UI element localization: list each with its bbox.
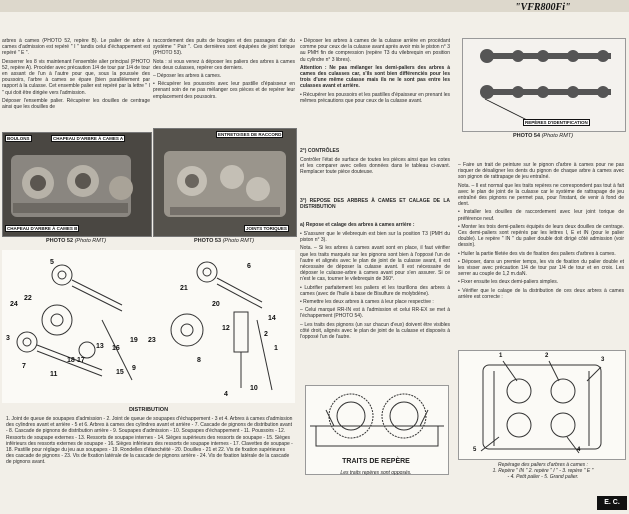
- photo-53-caption: PHOTO 53 (Photo RMT): [193, 238, 255, 244]
- callout-10: 10: [250, 385, 258, 392]
- paragraph: Nota : si vous venez à déposer les palie…: [153, 58, 295, 71]
- callout-8: 8: [197, 357, 201, 364]
- photo-label-cap-a: CHAPEAU D'ARBRE À CAMES A: [51, 135, 126, 142]
- paragraph: raccordement des puits de bougies et des…: [153, 38, 295, 57]
- callout-21: 21: [180, 285, 188, 292]
- column-1-text: arbres à cames (PHOTO 52, repère B). Le …: [2, 38, 150, 112]
- callout-4: 4: [224, 391, 228, 398]
- caption-line: - 4. Petit palier - 5. Grand palier.: [507, 474, 579, 481]
- callout-22: 22: [24, 295, 32, 302]
- callout-5: 5: [50, 259, 54, 266]
- photo-52-caption: PHOTO 52 (Photo RMT): [45, 238, 107, 244]
- exploded-view-drawing: 5 24 22 3 7 11 18 17 13 16 15 9 19 23 21…: [6, 259, 278, 398]
- caption-line: 1. Repère " IN " 2. repère " I " - 3. re…: [492, 468, 594, 475]
- repose-heading: 3°) REPOSE DES ARBRES À CAMES ET CALAGE …: [300, 198, 450, 211]
- paragraph: • Remettre les deux arbres à cames à leu…: [300, 299, 434, 306]
- callout-1: 1: [274, 345, 278, 352]
- callout-7: 7: [22, 363, 26, 370]
- photo-53: ENTRETOISES DE RACCORD JOINTS TORIQUES: [153, 128, 297, 237]
- paragraph: Déposer l'ensemble palier. Récupérer les…: [2, 97, 150, 111]
- controles-heading: 2°) CONTRÔLES: [300, 148, 340, 154]
- callout-11: 11: [50, 371, 58, 378]
- callout-18: 18: [67, 357, 75, 364]
- photo-label-identification-marks: REPÈRES D'IDENTIFICATION: [523, 119, 590, 126]
- paragraph: – Celui marqué RR-IN est à l'admission e…: [300, 307, 450, 320]
- paragraph: • Fixer ensuite les deux demi-paliers si…: [458, 279, 559, 286]
- photo-54-caption: PHOTO 54 (Photo RMT): [512, 133, 574, 139]
- callout-17: 17: [77, 357, 85, 364]
- paragraph: • Vérifier que le calage de la distribut…: [458, 287, 624, 300]
- photo-54: REPÈRES D'IDENTIFICATION: [462, 38, 626, 132]
- column-2-text: raccordement des puits de bougies et des…: [153, 38, 295, 102]
- callout-19: 19: [130, 337, 138, 344]
- header-band: [0, 0, 629, 12]
- warning-paragraph: Attention : Ne pas mélanger les demi-pal…: [300, 64, 450, 90]
- paragraph: • Déposer, dans un premier temps, les vi…: [458, 258, 624, 278]
- distribution-diagram: 5 24 22 3 7 11 18 17 13 16 15 9 19 23 21…: [2, 250, 295, 403]
- paragraph: • Lubrifier parfaitement les paliers et …: [300, 284, 450, 297]
- bearing-caps-caption: Repérage des paliers d'arbres à cames : …: [468, 462, 618, 481]
- engine-photo-53: [154, 129, 296, 236]
- paragraph: – Déposer les arbres à cames.: [153, 73, 222, 80]
- callout-13: 13: [96, 343, 104, 350]
- photo-label-bolts: BOULONS: [5, 135, 32, 142]
- page-title: "VFR800Fi": [515, 2, 571, 13]
- callout-20: 20: [212, 301, 220, 308]
- photo-label-spacers: ENTRETOISES DE RACCORD: [216, 131, 284, 138]
- callout-16: 16: [112, 345, 120, 352]
- distribution-title: DISTRIBUTION: [128, 407, 169, 413]
- repose-body: • S'assurer que le vilebrequin est bien …: [300, 231, 450, 342]
- engine-photo-52: [3, 133, 151, 236]
- ref-2: 2: [545, 353, 549, 359]
- caption-line: Repérage des paliers d'arbres à cames :: [498, 462, 588, 468]
- bearing-caps-diagram: 1 2 3 5 4: [458, 350, 626, 460]
- paragraph: • S'assurer que le vilebrequin est bien …: [300, 231, 450, 244]
- paragraph: • Huiler la partie filetée des vis de fi…: [458, 250, 616, 257]
- callout-3: 3: [6, 335, 10, 342]
- traits-title: TRAITS DE REPÈRE: [342, 458, 410, 465]
- repose-subheading: a) Repose et calage des arbres à cames a…: [300, 222, 415, 228]
- ref-3: 3: [601, 357, 605, 363]
- cylinder-head-drawing: [480, 360, 602, 454]
- callout-2: 2: [264, 331, 268, 338]
- callout-6: 6: [247, 263, 251, 270]
- callout-15: 15: [116, 369, 124, 376]
- callout-9: 9: [132, 365, 136, 372]
- column-3-text: • Déposer les arbres à cames de la culas…: [300, 38, 450, 106]
- callout-12: 12: [222, 325, 230, 332]
- callout-24: 24: [10, 301, 18, 308]
- footer-badge: E. C.: [597, 496, 627, 510]
- paragraph: Nota. – Si les arbres à cames avant sont…: [300, 245, 450, 283]
- cam-gears-drawing: [310, 393, 444, 447]
- traits-diagram: [305, 385, 449, 475]
- paragraph: • Monter les trois demi-paliers équipés …: [458, 223, 624, 249]
- traits-subtitle: Les traits repères sont opposés.: [340, 470, 412, 476]
- paragraph: – Les traits des pignons (un sur chacun …: [300, 321, 450, 341]
- paragraph: • Récupérer les poussoirs et les pastill…: [300, 91, 450, 104]
- paragraph: • Déposer les arbres à cames de la culas…: [300, 38, 450, 63]
- photo-52: BOULONS CHAPEAU D'ARBRE À CAMES A CHAPEA…: [2, 132, 152, 237]
- paragraph: • Installer les douilles de raccordement…: [458, 209, 624, 222]
- paragraph: Desserrer les 8 vis maintenant l'ensembl…: [2, 58, 150, 96]
- controles-body: Contrôler l'état de surface de toutes le…: [300, 157, 450, 176]
- column-4-text: – Faire un trait de peinture sur le pign…: [458, 162, 624, 302]
- photo-label-o-rings: JOINTS TORIQUES: [244, 225, 289, 232]
- callout-23: 23: [148, 337, 156, 344]
- paragraph: • Récupérer les poussoirs avec leur past…: [153, 81, 295, 100]
- distribution-legend: 1. Joint de queue de soupapes d'admissio…: [6, 416, 293, 466]
- ref-5: 5: [473, 447, 477, 453]
- paragraph: – Faire un trait de peinture sur le pign…: [458, 162, 624, 181]
- photo-label-cap-b: CHAPEAU D'ARBRE À CAMES B: [5, 225, 80, 232]
- paragraph: arbres à cames (PHOTO 52, repère B). Le …: [2, 38, 150, 57]
- callout-14: 14: [268, 315, 276, 322]
- ref-4: 4: [577, 447, 581, 453]
- camshafts-photo: [463, 39, 625, 131]
- paragraph: Nota. – Il est normal que les traits rep…: [458, 182, 624, 208]
- ref-1: 1: [499, 353, 503, 359]
